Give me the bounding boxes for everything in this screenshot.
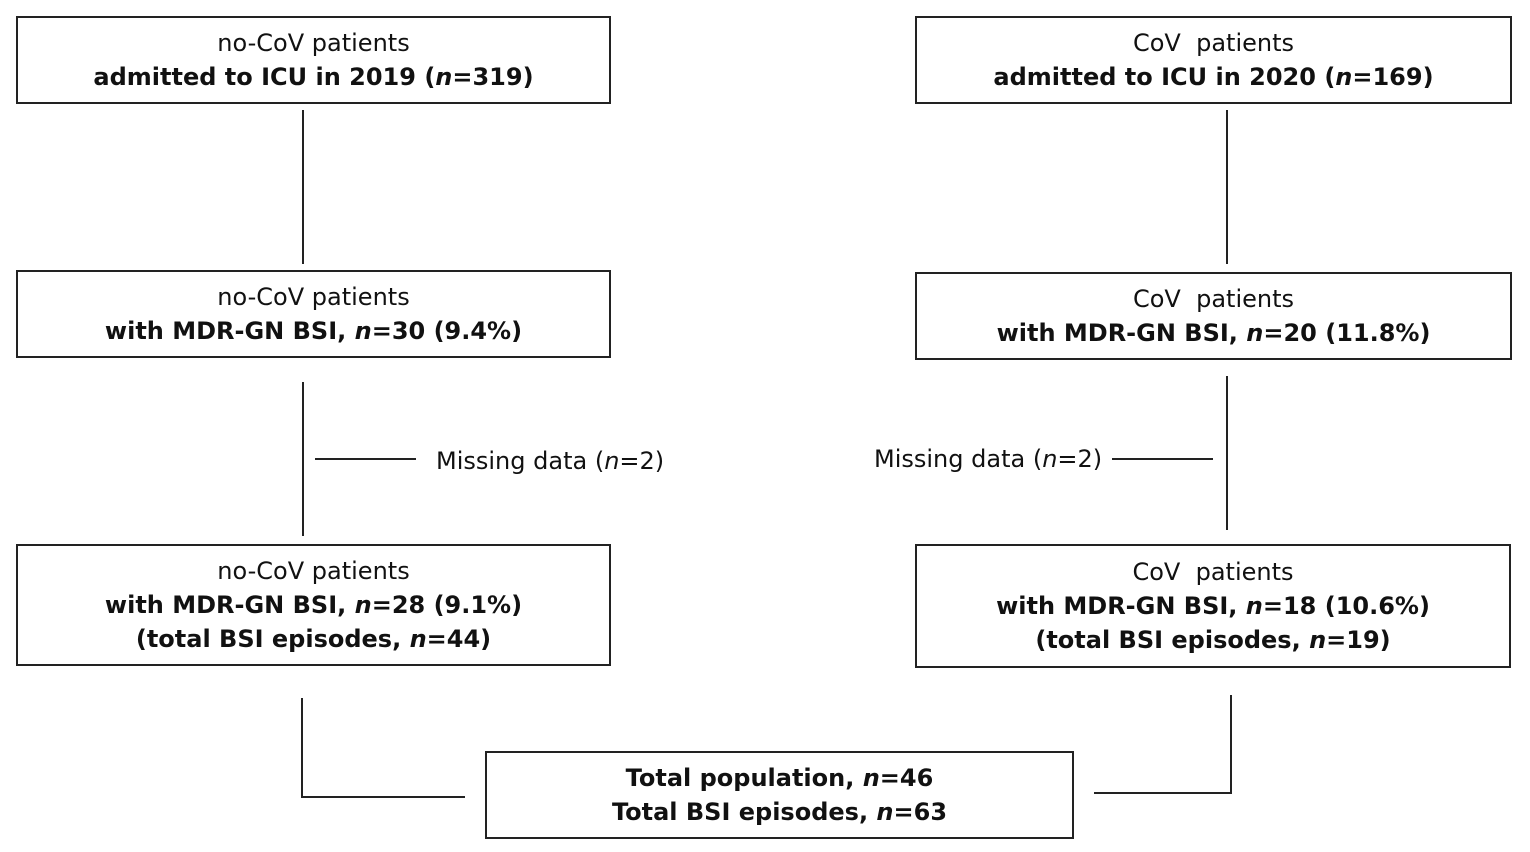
left-admitted-box: no-CoV patients admitted to ICU in 2019 … — [16, 16, 611, 104]
right-final-box: CoV patients with MDR-GN BSI, n=18 (10.6… — [915, 544, 1511, 668]
left-final-count: with MDR-GN BSI, n=28 (9.1%) — [104, 591, 523, 619]
left-final-episodes: (total BSI episodes, n=44) — [135, 625, 492, 653]
total-box: Total population, n=46 Total BSI episode… — [485, 751, 1074, 839]
left-final-box: no-CoV patients with MDR-GN BSI, n=28 (9… — [16, 544, 611, 666]
left-bsi-box: no-CoV patients with MDR-GN BSI, n=30 (9… — [16, 270, 611, 358]
right-final-title: CoV patients — [1132, 558, 1294, 586]
right-admitted-box: CoV patients admitted to ICU in 2020 (n=… — [915, 16, 1512, 104]
right-connector-to-total — [1094, 695, 1232, 794]
total-bsi-episodes: Total BSI episodes, n=63 — [611, 798, 948, 826]
right-final-count: with MDR-GN BSI, n=18 (10.6%) — [996, 592, 1430, 620]
right-bsi-box: CoV patients with MDR-GN BSI, n=20 (11.8… — [915, 272, 1512, 360]
left-missing-data-label: Missing data (n=2) — [436, 447, 665, 475]
left-bsi-count: with MDR-GN BSI, n=30 (9.4%) — [104, 317, 523, 345]
right-missing-data-label: Missing data (n=2) — [874, 445, 1103, 473]
left-connector-to-total — [301, 698, 465, 798]
left-final-title: no-CoV patients — [217, 557, 410, 585]
right-final-episodes: (total BSI episodes, n=19) — [1035, 626, 1391, 654]
right-admitted-title: CoV patients — [1132, 29, 1295, 57]
total-population: Total population, n=46 — [625, 764, 934, 792]
right-admitted-count: admitted to ICU in 2020 (n=169) — [993, 63, 1434, 91]
left-admitted-count: admitted to ICU in 2019 (n=319) — [93, 63, 534, 91]
right-bsi-count: with MDR-GN BSI, n=20 (11.8%) — [996, 319, 1431, 347]
left-admitted-title: no-CoV patients — [217, 29, 410, 57]
right-bsi-title: CoV patients — [1132, 285, 1295, 313]
left-bsi-title: no-CoV patients — [217, 283, 410, 311]
